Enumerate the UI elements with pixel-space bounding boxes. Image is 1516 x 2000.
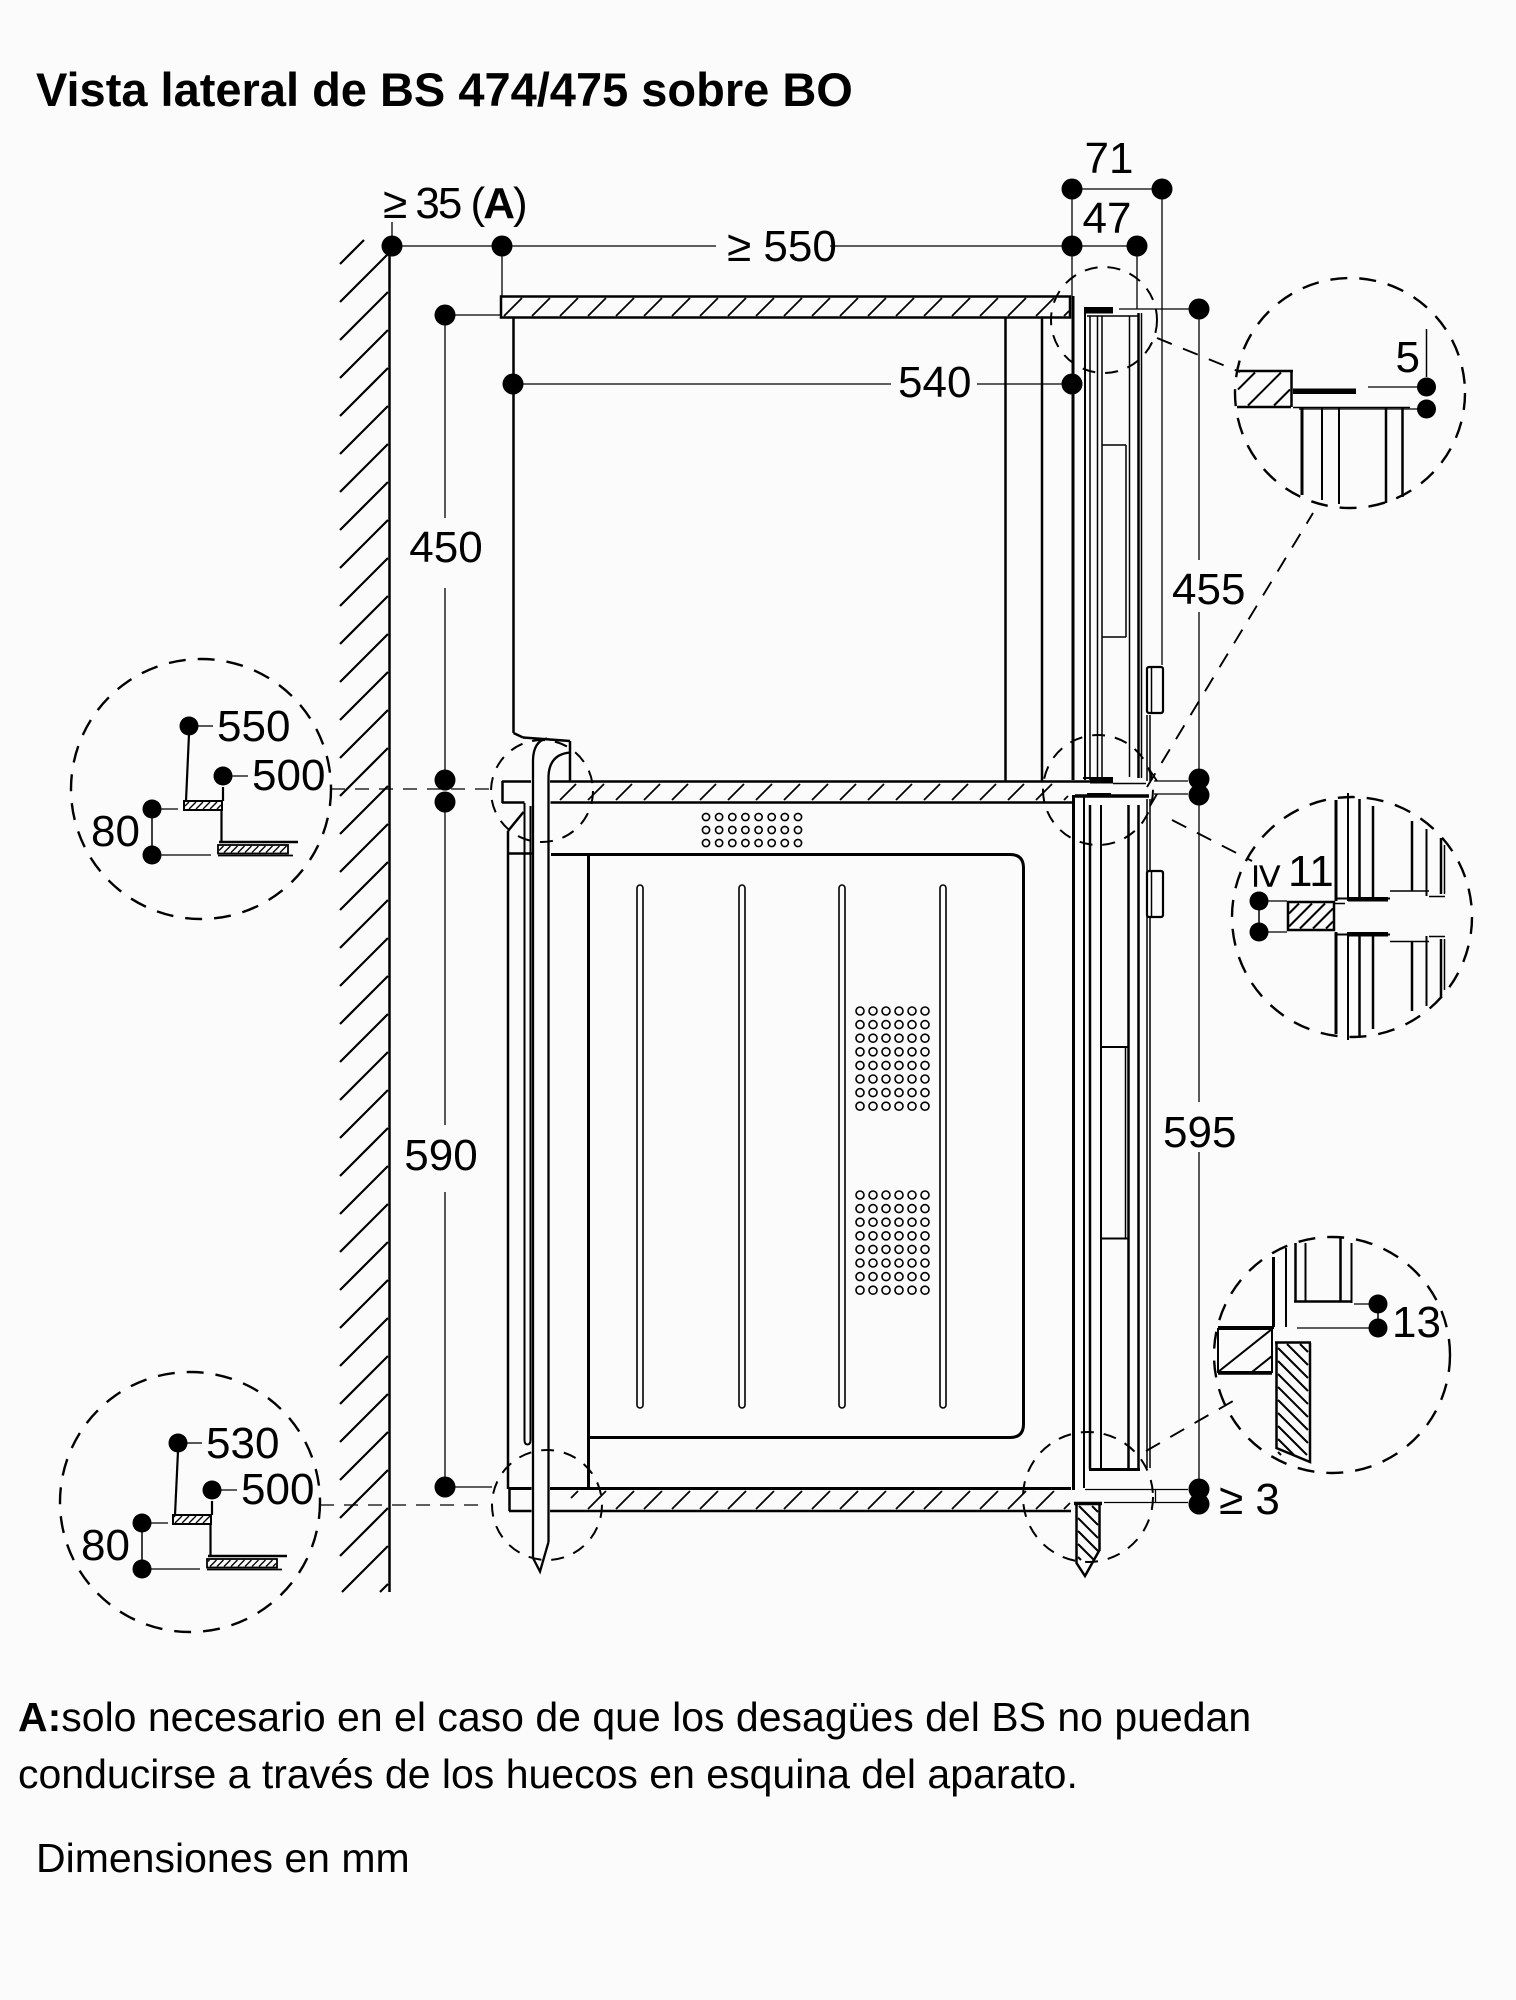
svg-text:47: 47 (1083, 194, 1132, 243)
svg-text:11: 11 (1288, 847, 1334, 896)
svg-text:500: 500 (252, 751, 325, 800)
svg-text:590: 590 (404, 1131, 477, 1180)
svg-text:595: 595 (1163, 1108, 1236, 1157)
svg-text:≥ 35 (A): ≥ 35 (A) (383, 179, 526, 228)
svg-text:Dimensiones en mm: Dimensiones en mm (36, 1835, 410, 1881)
svg-text:80: 80 (81, 1521, 130, 1570)
svg-text:80: 80 (91, 807, 140, 856)
svg-text:500: 500 (241, 1465, 314, 1514)
svg-text:A:solo necesario en el caso de: A:solo necesario en el caso de que los d… (18, 1694, 1251, 1740)
svg-text:≥ 550: ≥ 550 (727, 222, 837, 271)
svg-text:455: 455 (1172, 565, 1245, 614)
svg-text:5: 5 (1396, 333, 1420, 382)
svg-text:≥: ≥ (1244, 864, 1293, 888)
svg-text:450: 450 (409, 523, 482, 572)
svg-text:530: 530 (206, 1419, 279, 1468)
svg-text:conducirse a través de los hue: conducirse a través de los huecos en esq… (18, 1751, 1078, 1797)
svg-text:550: 550 (217, 702, 290, 751)
svg-text:71: 71 (1085, 134, 1134, 183)
svg-text:Vista lateral de BS 474/475 so: Vista lateral de BS 474/475 sobre BO (36, 63, 853, 116)
svg-text:13: 13 (1392, 1298, 1441, 1347)
svg-text:≥ 3: ≥ 3 (1219, 1475, 1280, 1524)
svg-text:540: 540 (898, 358, 971, 407)
